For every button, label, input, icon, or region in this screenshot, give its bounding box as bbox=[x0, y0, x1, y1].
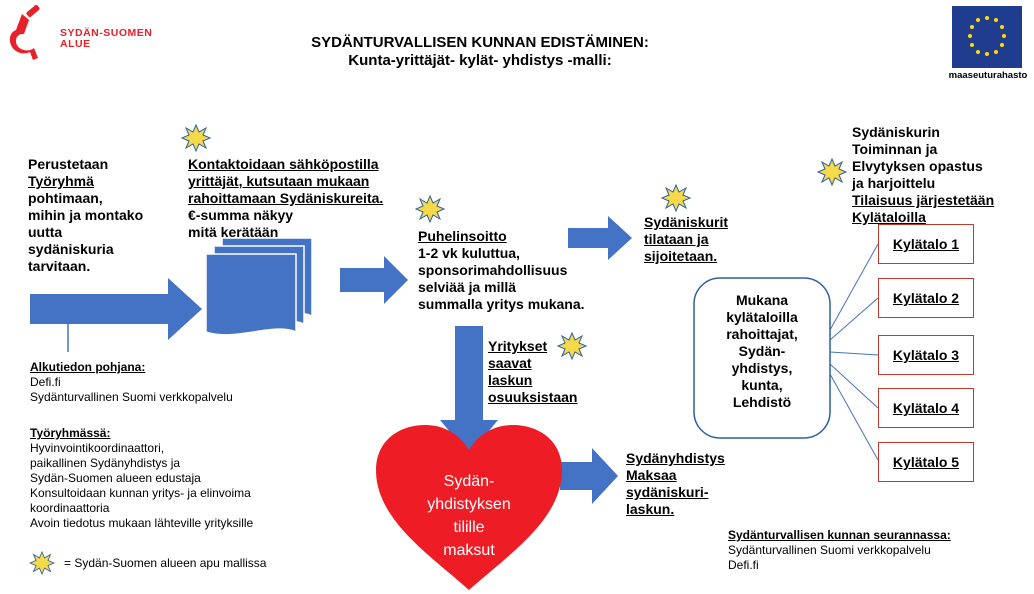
followup-info: Sydänturvallisen kunnan seurannassa: Syd… bbox=[728, 528, 1018, 573]
step4-text: Sydäniskurit tilataan ja sijoitetaan. bbox=[644, 214, 729, 264]
logo-text: SYDÄN-SUOMEN ALUE bbox=[60, 28, 152, 50]
step3-text: Puhelinsoitto 1-2 vk kuluttua, sponsorim… bbox=[418, 228, 618, 313]
logo-line2: ALUE bbox=[60, 38, 91, 50]
step3-underlined: Puhelinsoitto bbox=[418, 228, 507, 244]
association-text: Sydänyhdistys Maksaa sydäniskuri- laskun… bbox=[626, 450, 725, 517]
page-title: SYDÄNTURVALLISEN KUNNAN EDISTÄMINEN: bbox=[311, 34, 649, 51]
basis-title: Alkutiedon pohjana: bbox=[30, 360, 146, 374]
group-title: Työryhmässä: bbox=[30, 426, 111, 440]
village-box-3: Kylätalo 3 bbox=[878, 335, 974, 375]
eu-caption: maaseuturahasto bbox=[948, 70, 1028, 81]
eu-flag-icon bbox=[952, 6, 1022, 68]
village-box-2: Kylätalo 2 bbox=[878, 278, 974, 318]
companies-text: Yritykset saavat laskun osuuksistaan bbox=[488, 338, 578, 405]
step1-rest: pohtimaan, mihin ja montako uutta sydäni… bbox=[28, 190, 144, 274]
document-stack-icon bbox=[205, 237, 313, 336]
guidance-plain: Sydäniskurin Toiminnan ja Elvytyksen opa… bbox=[852, 124, 983, 191]
step1-line1: Perustetaan bbox=[28, 156, 109, 172]
burst-icon bbox=[817, 158, 847, 186]
group-info: Työryhmässä: Hyvinvointikoordinaattori, … bbox=[30, 426, 350, 531]
legend-text: = Sydän-Suomen alueen apu mallissa bbox=[64, 556, 267, 570]
guidance-underlined: Tilaisuus järjestetään Kylätaloilla bbox=[852, 192, 995, 225]
header: SYDÄNTURVALLISEN KUNNAN EDISTÄMINEN: Kun… bbox=[260, 34, 700, 70]
heart-shape bbox=[376, 425, 562, 590]
burst-icon bbox=[181, 124, 211, 152]
burst-icon bbox=[415, 195, 445, 223]
village-box-1: Kylätalo 1 bbox=[878, 224, 974, 264]
group-text: Hyvinvointikoordinaattori, paikallinen S… bbox=[30, 441, 254, 530]
step1-line2: Työryhmä bbox=[28, 173, 94, 189]
burst-icon bbox=[661, 184, 691, 212]
basis-info: Alkutiedon pohjana: Defi.fi Sydänturvall… bbox=[30, 360, 330, 405]
step1-text: Perustetaan Työryhmä pohtimaan, mihin ja… bbox=[28, 156, 178, 275]
arrow-step2 bbox=[340, 256, 408, 304]
followup-text: Sydänturvallinen Suomi verkkopalvelu Def… bbox=[728, 543, 931, 572]
arrow-down bbox=[440, 326, 498, 455]
step3-rest: 1-2 vk kuluttua, sponsorimahdollisuus se… bbox=[418, 245, 585, 312]
arrow-heart bbox=[560, 448, 618, 504]
heart-text: Sydän- yhdistyksen tilille maksut bbox=[427, 473, 511, 559]
basis-text: Defi.fi Sydänturvallinen Suomi verkkopal… bbox=[30, 375, 233, 404]
page-subtitle: Kunta-yrittäjät- kylät- yhdistys -malli: bbox=[348, 52, 612, 69]
logo-heart-icon bbox=[9, 14, 38, 60]
funders-oval bbox=[693, 277, 831, 439]
step2-underlined: Kontaktoidaan sähköpostilla yrittäjät, k… bbox=[188, 156, 384, 206]
legend-burst-icon bbox=[29, 551, 55, 575]
guidance-text: Sydäniskurin Toiminnan ja Elvytyksen opa… bbox=[852, 124, 1032, 226]
arrow-step1 bbox=[30, 278, 202, 340]
village-box-4: Kylätalo 4 bbox=[878, 388, 974, 428]
step2-text: Kontaktoidaan sähköpostilla yrittäjät, k… bbox=[188, 156, 418, 241]
arrow-step3 bbox=[568, 216, 632, 260]
step2-rest: €-summa näkyy mitä kerätään bbox=[188, 207, 294, 240]
village-box-5: Kylätalo 5 bbox=[878, 442, 974, 482]
followup-title: Sydänturvallisen kunnan seurannassa: bbox=[728, 528, 951, 542]
logo-line1: SYDÄN-SUOMEN bbox=[60, 27, 153, 39]
funders-text: Mukana kylätaloilla rahoittajat, Sydän- … bbox=[726, 292, 798, 410]
